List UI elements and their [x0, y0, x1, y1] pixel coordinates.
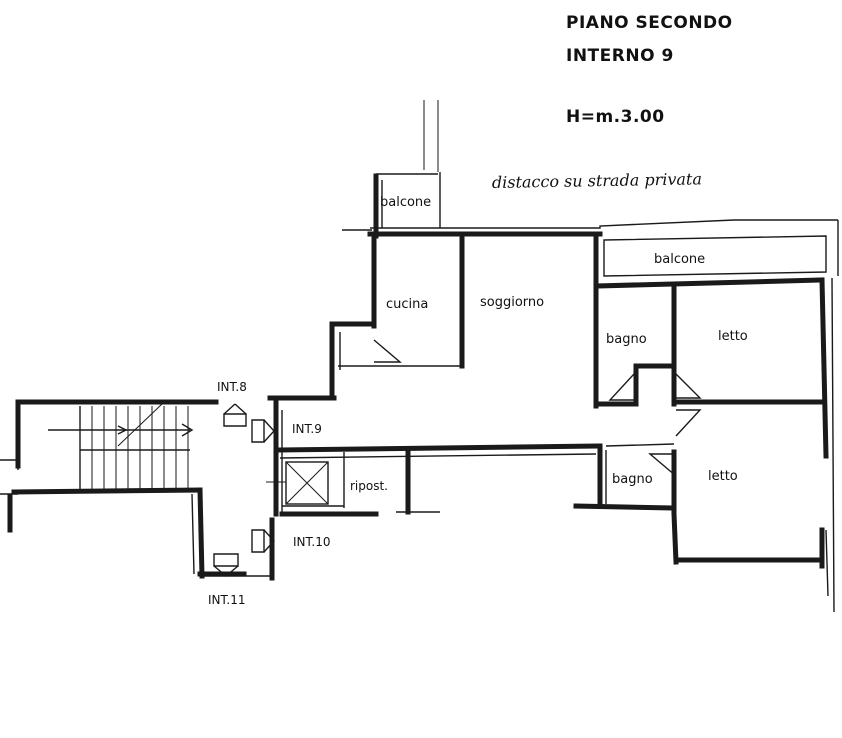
label-int-11: INT.11 — [208, 593, 246, 607]
label-int-8: INT.8 — [217, 380, 247, 394]
room-ripost: ripost. — [350, 479, 388, 493]
room-soggiorno: soggiorno — [480, 295, 544, 310]
entry-door-int10-icon — [251, 529, 275, 553]
entry-door-int9-icon — [251, 419, 275, 443]
label-int-10: INT.10 — [293, 535, 331, 549]
floor-title: PIANO SECONDO — [566, 13, 733, 33]
room-letto-1: letto — [718, 329, 748, 344]
label-int-9: INT.9 — [292, 422, 322, 436]
entry-door-int8-icon — [223, 403, 247, 427]
room-balcone-right: balcone — [654, 252, 705, 267]
room-balcone-top: balcone — [380, 195, 431, 210]
stair-arrow-icon — [48, 423, 194, 437]
door-swings — [373, 339, 702, 477]
room-letto-2: letto — [708, 469, 738, 484]
room-bagno-2: bagno — [612, 472, 653, 487]
entry-door-int11-icon — [213, 553, 239, 577]
stair-treads — [91, 403, 189, 490]
room-cucina: cucina — [386, 297, 428, 312]
street-note: distacco su strada privata — [492, 169, 702, 192]
ceiling-height: H=m.3.00 — [566, 107, 665, 127]
walls — [0, 100, 839, 613]
room-bagno-1: bagno — [606, 332, 647, 347]
unit-title: INTERNO 9 — [566, 46, 674, 66]
elevator-icon — [266, 461, 329, 505]
